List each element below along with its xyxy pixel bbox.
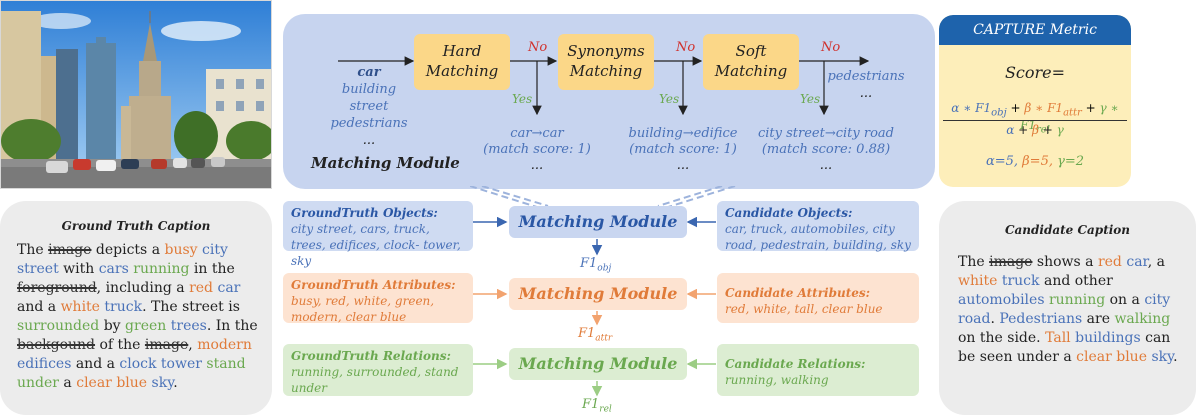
cand-objects-box: Candidate Objects: car, truck, automobil… [717, 201, 919, 252]
result-more: ... [676, 158, 690, 173]
f1-rel-label: F1rel [582, 397, 612, 415]
gt-attributes-box: GroundTruth Attributes: busy, red, white… [283, 273, 473, 324]
gamma-weight: γ=2 [1057, 154, 1085, 169]
alpha-weight: α=5, [985, 154, 1019, 169]
candidate-caption-panel: Candidate Caption The image shows a red … [939, 201, 1196, 415]
result-pair: city street→city road [757, 126, 894, 141]
relations-matching-module: Matching Module [509, 348, 687, 380]
ground-truth-caption-panel: Ground Truth Caption The image depicts a… [0, 201, 272, 415]
objects-matching-module: Matching Module [509, 206, 687, 238]
result-score: (match score: 0.88) [761, 142, 891, 157]
fraction-bar [943, 120, 1127, 121]
matching-module-title: Matching Module [311, 154, 460, 172]
gt-relations-heading: GroundTruth Relations: [291, 349, 451, 363]
remaining-item: pedestrians [827, 69, 905, 84]
gt-attributes-text: busy, red, white, green, modern, clear b… [291, 294, 435, 324]
synonyms-matching-label-2: Matching [569, 62, 643, 80]
score-label: Score= [1004, 63, 1066, 82]
cand-relations-text: running, walking [725, 373, 829, 387]
soft-matching-box: Soft Matching [703, 34, 799, 90]
soft-matching-label-2: Matching [714, 62, 788, 80]
input-item: car [357, 65, 381, 80]
capture-metric-panel: CAPTURE Metric Score= α ∗ F1obj + β ∗ F1… [939, 15, 1131, 187]
input-item: ... [362, 133, 376, 148]
no-label-3: No [821, 40, 841, 55]
gt-relations-text: running, surrounded, stand under [291, 365, 459, 395]
no-label-1: No [528, 40, 548, 55]
input-item: building [341, 82, 397, 97]
beta-weight: β=5, [1022, 154, 1053, 169]
gt-objects-text: city street, cars, truck, trees, edifice… [291, 222, 461, 268]
input-item: pedestrians [330, 116, 408, 131]
synonyms-matching-box: Synonyms Matching [558, 34, 654, 90]
cand-attributes-heading: Candidate Attributes: [725, 286, 871, 300]
capture-metric-title: CAPTURE Metric [939, 15, 1131, 45]
result-score: (match score: 1) [483, 142, 591, 157]
remaining-list: pedestrians ... [821, 68, 911, 102]
ground-truth-caption-title: Ground Truth Caption [61, 219, 211, 233]
synonyms-match-result: building→edifice (match score: 1) ... [613, 126, 753, 174]
cand-attributes-text: red, white, tall, clear blue [725, 302, 883, 316]
hard-match-result: car→car (match score: 1) ... [474, 126, 600, 174]
f1-attr-label: F1attr [578, 326, 613, 344]
soft-match-result: city street→city road (match score: 0.88… [753, 126, 899, 174]
score-numerator: α ∗ F1obj + β ∗ F1attr + γ ∗ F1rel [951, 101, 1119, 136]
hard-matching-label-1: Hard [442, 42, 482, 60]
f1-obj-label: F1obj [580, 256, 612, 274]
matching-module-panel: Hard Matching Synonyms Matching Soft Mat… [283, 14, 935, 189]
candidate-caption-text: The image shows a red car, a white truck… [958, 254, 1178, 365]
soft-matching-label-1: Soft [735, 42, 767, 60]
result-more: ... [819, 158, 833, 173]
hard-matching-label-2: Matching [425, 62, 499, 80]
cand-objects-heading: Candidate Objects: [725, 206, 853, 220]
yes-label-2: Yes [659, 92, 680, 106]
input-object-list: car building street pedestrians ... [328, 64, 410, 149]
result-pair: car→car [510, 126, 564, 141]
city-street-image [1, 1, 271, 188]
synonyms-matching-label-1: Synonyms [567, 42, 645, 60]
result-score: (match score: 1) [629, 142, 737, 157]
candidate-caption-title: Candidate Caption [1004, 223, 1131, 237]
cand-attributes-box: Candidate Attributes: red, white, tall, … [717, 273, 919, 323]
input-item: street [349, 99, 389, 114]
gt-objects-heading: GroundTruth Objects: [291, 206, 438, 220]
score-denominator: α + β + γ [1006, 123, 1064, 137]
zoom-dashed-lines [470, 186, 736, 209]
ground-truth-caption-text: The image depicts a busy city street wit… [17, 242, 258, 391]
attributes-matching-module: Matching Module [509, 278, 687, 310]
remaining-item: ... [859, 86, 873, 101]
no-label-2: No [676, 40, 696, 55]
gt-attributes-heading: GroundTruth Attributes: [291, 278, 456, 292]
cand-relations-heading: Candidate Relations: [725, 357, 866, 371]
gt-relations-box: GroundTruth Relations: running, surround… [283, 344, 473, 396]
gt-objects-box: GroundTruth Objects: city street, cars, … [283, 201, 473, 268]
hard-matching-box: Hard Matching [414, 34, 510, 90]
matching-flow-arrows [338, 56, 870, 116]
weight-values: α=5, β=5, γ=2 [939, 154, 1131, 169]
cand-relations-box: Candidate Relations: running, walking [717, 344, 919, 396]
cand-objects-text: car, truck, automobiles, city road, pede… [725, 222, 911, 252]
result-pair: building→edifice [628, 126, 738, 141]
result-more: ... [530, 158, 544, 173]
yes-label-1: Yes [512, 92, 533, 106]
row-arrows [472, 216, 716, 397]
yes-label-3: Yes [800, 92, 821, 106]
street-photo [0, 0, 272, 189]
